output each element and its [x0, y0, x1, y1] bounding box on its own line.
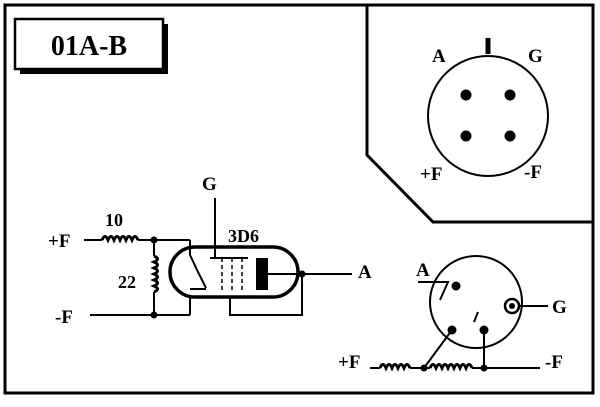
junction-dot [420, 364, 428, 372]
socket-bottom-label-minus-f: -F [545, 352, 563, 373]
socket-panel-border [365, 5, 593, 224]
tube-type-label: 3D6 [228, 226, 259, 246]
socket-top-outline [427, 55, 549, 177]
anode-label: A [358, 262, 372, 283]
junction-dot [480, 364, 488, 372]
tube-title: 01A-B [51, 31, 127, 62]
minus-f-label: -F [55, 307, 73, 328]
socket-bottom: A G +F -F [338, 255, 567, 373]
socket-bottom-grid-pin-center [509, 303, 515, 309]
wire-socket-anode [418, 281, 450, 301]
resistor-series [100, 235, 140, 244]
socket-top-key [485, 38, 491, 54]
socket-bottom-pin [451, 281, 461, 291]
socket-top: A G +F -F [420, 38, 549, 185]
socket-resistor [428, 363, 474, 372]
socket-resistor [378, 363, 412, 372]
socket-top-label-plus-f: +F [420, 164, 442, 185]
socket-bottom-key [473, 311, 479, 323]
resistor-shunt-label: 22 [118, 272, 136, 292]
schematic: G 3D6 10 22 +F -F A [48, 174, 372, 328]
grid-label: G [202, 174, 217, 195]
socket-top-label-minus-f: -F [524, 162, 542, 183]
socket-top-pin [504, 89, 516, 101]
socket-bottom-label-plus-f: +F [338, 352, 360, 373]
plate [256, 258, 268, 290]
outer-frame [3, 3, 595, 395]
socket-bottom-label-g: G [552, 297, 567, 318]
socket-top-pin [460, 130, 472, 142]
socket-top-label-a: A [432, 46, 446, 67]
resistor-series-label: 10 [105, 210, 123, 230]
title-box [13, 17, 165, 71]
socket-top-pin [504, 130, 516, 142]
wire-cathode-return [229, 274, 303, 316]
socket-top-label-g: G [528, 46, 543, 67]
resistor-shunt [150, 254, 159, 294]
wire-socket-plus-f [423, 329, 453, 369]
socket-bottom-outline [429, 255, 523, 349]
filament [189, 254, 207, 289]
plus-f-label: +F [48, 231, 70, 252]
socket-top-pin [460, 89, 472, 101]
socket-bottom-label-a: A [416, 260, 430, 281]
